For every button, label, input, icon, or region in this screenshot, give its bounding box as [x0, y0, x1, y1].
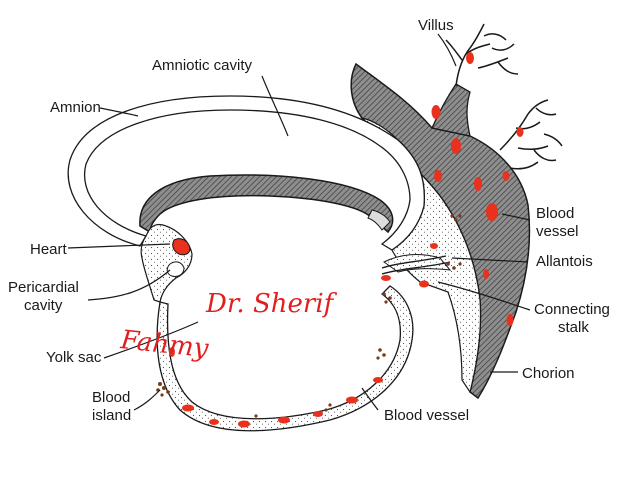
label-blood-vessel-right-2: vessel [536, 223, 579, 240]
label-connecting-1: Connecting [534, 301, 610, 318]
label-pericardial-2: cavity [24, 297, 63, 314]
allantois [381, 255, 451, 275]
label-blood-island-1: Blood [92, 389, 130, 406]
label-chorion: Chorion [522, 365, 575, 382]
label-allantois: Allantois [536, 253, 593, 270]
label-amniotic-cavity: Amniotic cavity [152, 57, 253, 74]
label-connecting-2: stalk [558, 319, 589, 336]
amnion [67, 95, 426, 251]
label-blood-vessel-right-1: Blood [536, 205, 574, 222]
watermark-line-1: Dr. Sherif [205, 289, 338, 319]
label-blood-island-2: island [92, 407, 131, 424]
watermark-line-2: Fahmy [118, 325, 210, 364]
label-yolk-sac: Yolk sac [46, 349, 102, 366]
pericardial-region [140, 223, 193, 303]
label-blood-vessel-bottom: Blood vessel [384, 407, 469, 424]
label-heart: Heart [30, 241, 68, 258]
label-amnion: Amnion [50, 99, 101, 116]
embryo-body [139, 174, 394, 234]
leader-lines [67, 33, 531, 411]
blood-vessels [169, 52, 524, 428]
label-pericardial-1: Pericardial [8, 279, 79, 296]
label-villus: Villus [418, 17, 454, 34]
